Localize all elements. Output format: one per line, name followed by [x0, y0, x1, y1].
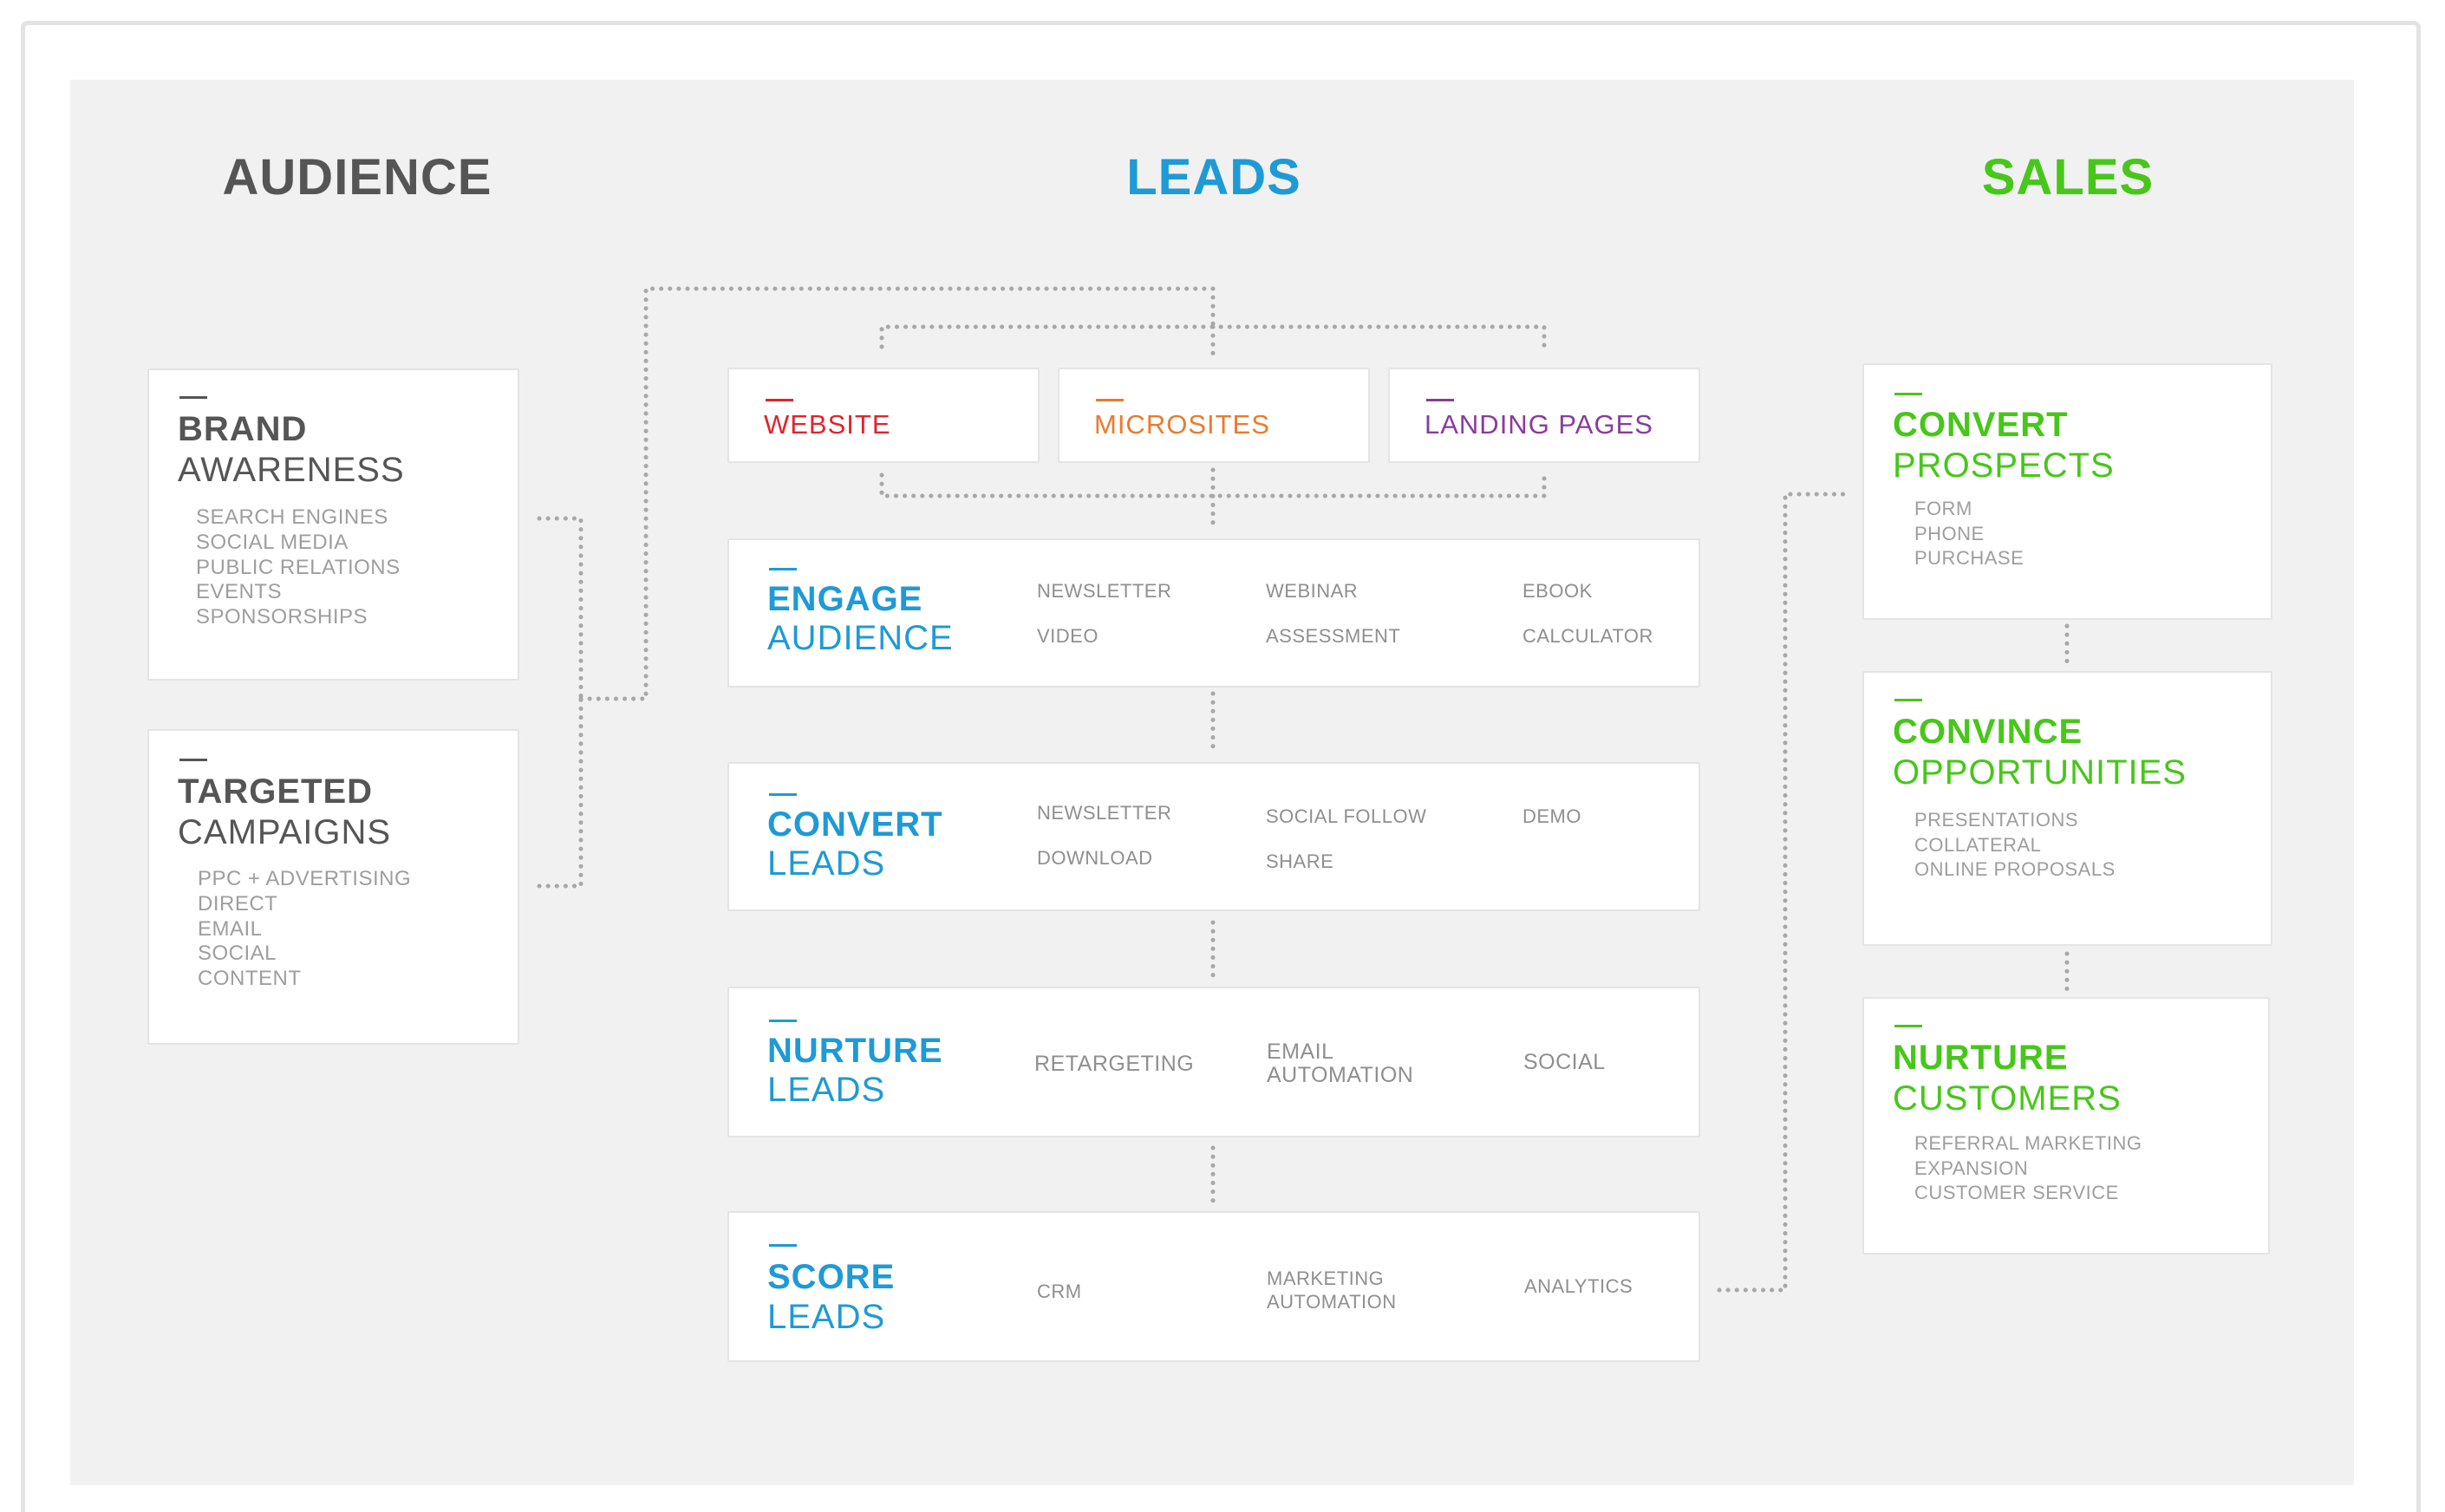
list-item: PUBLIC RELATIONS [196, 555, 401, 579]
list-item: PHONE [1914, 522, 1985, 544]
channel-item: EBOOK [1522, 580, 1593, 602]
list-item: EXPANSION [1914, 1157, 2029, 1179]
title-dash [1426, 399, 1454, 401]
card-title-light: LEADS [767, 844, 886, 883]
connector-sources-bottom [879, 467, 1547, 528]
card-title-light: LEADS [767, 1071, 886, 1109]
source-label-website: WEBSITE [764, 409, 891, 440]
list-item: DIRECT [198, 891, 278, 916]
title-dash [769, 1244, 797, 1247]
card-title-bold: CONVINCE [1893, 713, 2083, 751]
channel-item: WEBINAR [1266, 580, 1359, 602]
channel-item: DOWNLOAD [1037, 847, 1153, 869]
card-title-bold: CONVERT [767, 805, 943, 844]
card-convert-prospects: CONVERT PROSPECTS FORM PHONE PURCHASE [1862, 363, 2272, 620]
card-item-list: PPC + ADVERTISING DIRECT EMAIL SOCIAL CO… [198, 867, 411, 992]
title-dash [766, 399, 793, 401]
card-item-list: FORM PHONE PURCHASE [1914, 497, 2024, 571]
card-item-list: REFERRAL MARKETING EXPANSION CUSTOMER SE… [1914, 1131, 2142, 1206]
channel-item: CRM [1037, 1281, 1082, 1302]
card-title-light: PROSPECTS [1893, 446, 2115, 485]
card-engage-audience: ENGAGE AUDIENCE NEWSLETTER WEBINAR EBOOK… [727, 538, 1700, 688]
column-title-leads: LEADS [1126, 149, 1301, 205]
list-item: SPONSORSHIPS [196, 605, 368, 629]
list-item: CONTENT [198, 967, 302, 991]
channel-item: DEMO [1522, 805, 1581, 827]
title-dash [1096, 399, 1124, 401]
card-title-light: OPPORTUNITIES [1893, 753, 2187, 792]
list-item: REFERRAL MARKETING [1914, 1132, 2142, 1154]
channel-item: NEWSLETTER [1037, 802, 1172, 824]
source-label-microsites: MICROSITES [1094, 409, 1270, 440]
card-item-list: SEARCH ENGINES SOCIAL MEDIA PUBLIC RELAT… [196, 505, 401, 630]
card-item-list: PRESENTATIONS COLLATERAL ONLINE PROPOSAL… [1914, 808, 2116, 883]
title-dash [1894, 699, 1922, 701]
card-nurture-customers: NURTURE CUSTOMERS REFERRAL MARKETING EXP… [1862, 997, 2270, 1255]
channel-item: RETARGETING [1034, 1052, 1195, 1076]
card-nurture-leads: NURTURE LEADS RETARGETING EMAIL AUTOMATI… [727, 987, 1700, 1137]
connector-audience-to-leads [578, 286, 1216, 701]
outer-frame [21, 21, 2421, 1512]
card-landing-pages: LANDING PAGES [1388, 368, 1700, 463]
title-dash [1894, 1025, 1922, 1027]
card-score-leads: SCORE LEADS CRM MARKETING AUTOMATION ANA… [727, 1211, 1700, 1362]
card-brand-awareness: BRAND AWARENESS SEARCH ENGINES SOCIAL ME… [147, 368, 519, 681]
channel-item: VIDEO [1037, 625, 1099, 647]
card-title-bold: SCORE [767, 1258, 896, 1296]
list-item: COLLATERAL [1914, 833, 2042, 856]
card-title-bold: NURTURE [1893, 1039, 2069, 1077]
connector-sources-top [879, 324, 1547, 358]
card-targeted-campaigns: TARGETED CAMPAIGNS PPC + ADVERTISING DIR… [147, 729, 519, 1045]
list-item: EMAIL [198, 916, 263, 941]
list-item: PRESENTATIONS [1914, 809, 2079, 831]
card-title-light: LEADS [767, 1298, 886, 1336]
title-dash [769, 793, 797, 796]
channel-item: MARKETING AUTOMATION [1267, 1268, 1397, 1313]
channel-item: CALCULATOR [1522, 625, 1653, 647]
card-convince-opportunities: CONVINCE OPPORTUNITIES PRESENTATIONS COL… [1862, 671, 2272, 946]
channel-item: ASSESSMENT [1266, 625, 1401, 647]
card-website: WEBSITE [727, 368, 1040, 463]
connector-targeted-campaigns [537, 696, 584, 889]
list-item: PURCHASE [1914, 547, 2024, 569]
column-title-audience: AUDIENCE [222, 149, 492, 205]
card-title-bold: ENGAGE [767, 580, 923, 618]
card-title-light: AUDIENCE [767, 619, 954, 657]
list-item: FORM [1914, 498, 1972, 519]
title-dash [769, 1020, 797, 1022]
card-convert-leads: CONVERT LEADS NEWSLETTER SOCIAL FOLLOW D… [727, 762, 1700, 911]
card-title-light: AWARENESS [178, 451, 405, 489]
card-title-bold: BRAND [178, 410, 308, 448]
card-microsites: MICROSITES [1058, 368, 1370, 463]
title-dash [1894, 393, 1922, 395]
connector-leads-to-sales [1717, 492, 1851, 1293]
channel-item: SOCIAL FOLLOW [1266, 805, 1427, 827]
channel-item: NEWSLETTER [1037, 580, 1172, 602]
channel-item: ANALYTICS [1524, 1275, 1633, 1297]
list-item: ONLINE PROPOSALS [1914, 858, 2116, 880]
connector-brand-awareness [537, 516, 584, 701]
list-item: PPC + ADVERTISING [198, 867, 412, 890]
card-title-light: CAMPAIGNS [178, 813, 392, 851]
list-item: EVENTS [196, 580, 283, 604]
list-item: SEARCH ENGINES [196, 505, 388, 529]
card-title-light: CUSTOMERS [1893, 1079, 2122, 1118]
list-item: SOCIAL [198, 942, 277, 966]
channel-item: EMAIL AUTOMATION [1267, 1040, 1414, 1087]
column-title-sales: SALES [1981, 149, 2155, 205]
source-label-landing-pages: LANDING PAGES [1425, 409, 1653, 440]
card-title-bold: TARGETED [178, 772, 374, 811]
title-dash [179, 396, 207, 399]
list-item: SOCIAL MEDIA [196, 530, 349, 554]
title-dash [769, 568, 797, 570]
title-dash [179, 759, 207, 761]
card-title-bold: CONVERT [1893, 406, 2069, 444]
channel-item: SHARE [1266, 850, 1334, 872]
card-title-bold: NURTURE [767, 1032, 943, 1070]
channel-item: SOCIAL [1523, 1050, 1606, 1074]
list-item: CUSTOMER SERVICE [1914, 1182, 2119, 1203]
